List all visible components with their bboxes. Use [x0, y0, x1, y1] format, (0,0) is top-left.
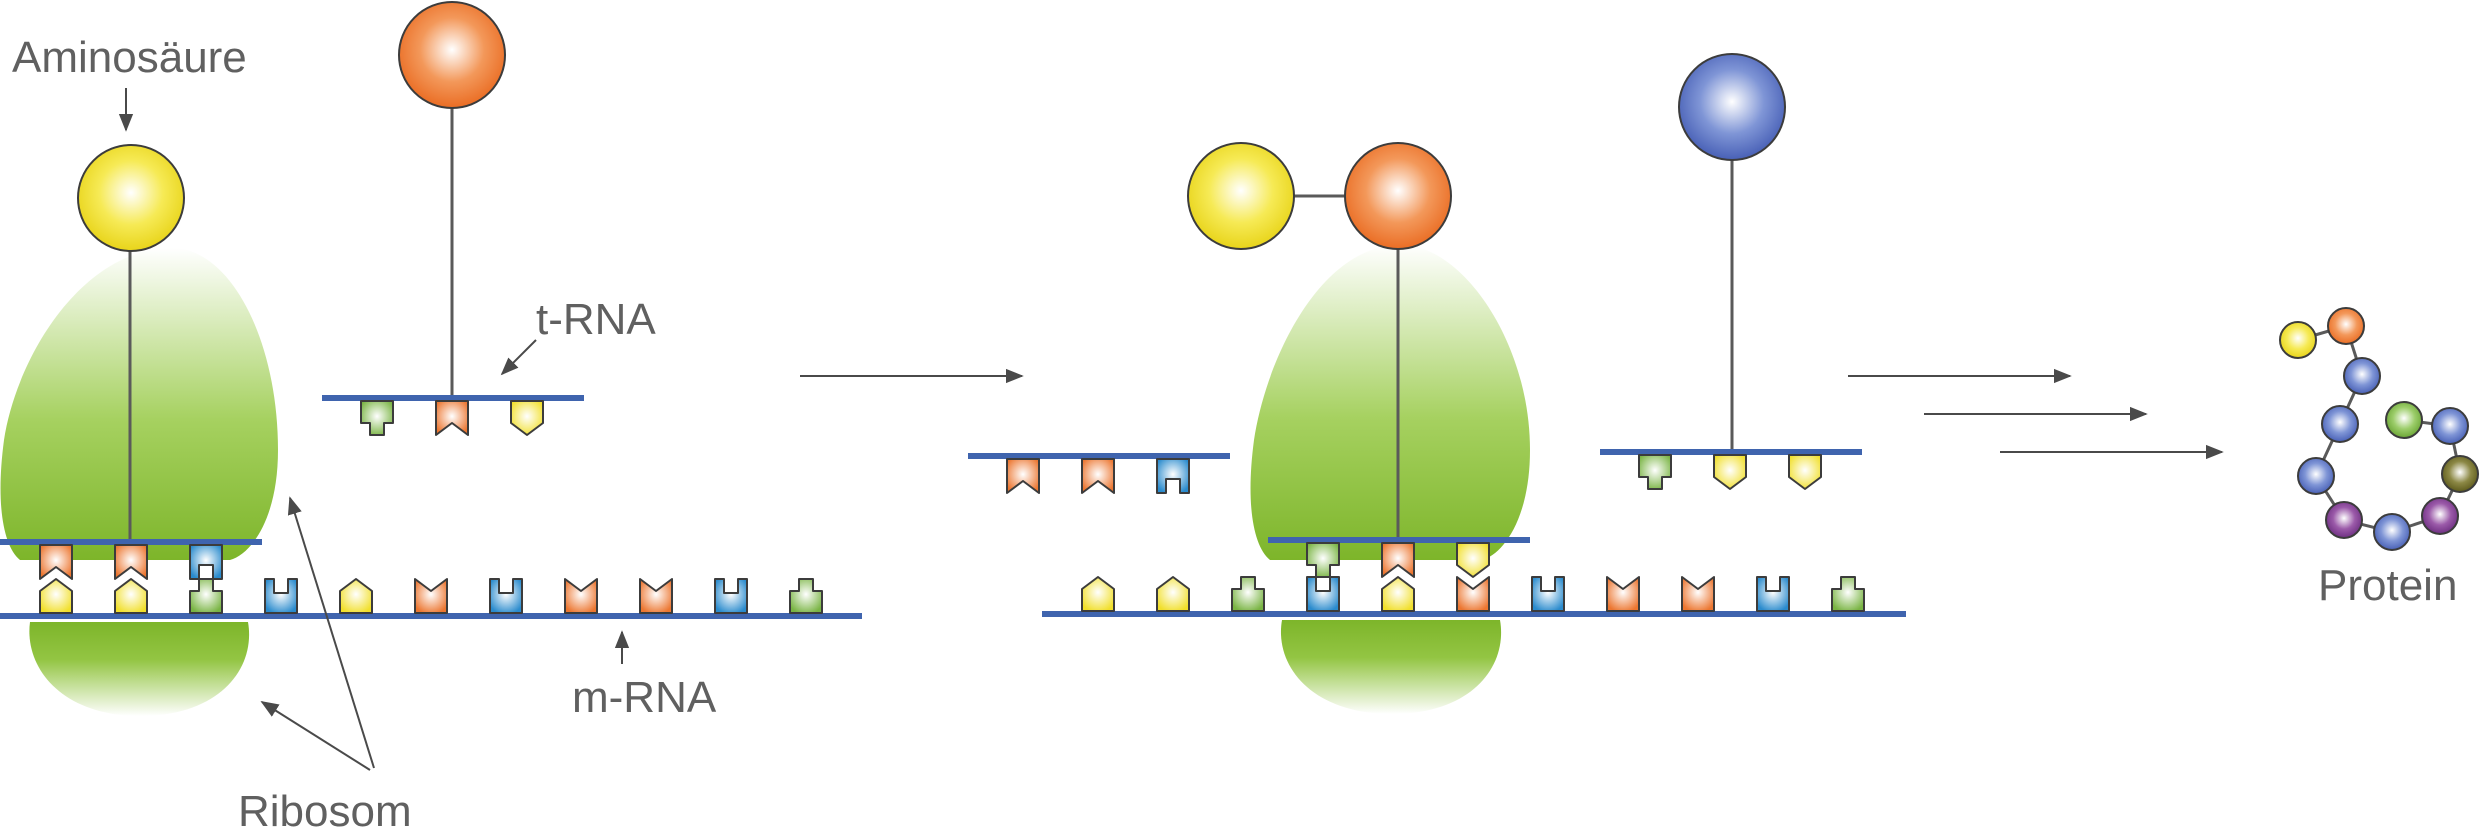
- anticodon-row: [1306, 542, 1490, 578]
- anticodon-base-yellow: [1713, 454, 1747, 490]
- protein-amino-acid-blue: [2431, 407, 2469, 445]
- codon-row: [1081, 576, 1865, 612]
- anticodon-base-orange: [1381, 542, 1415, 578]
- codon-base-green: [1831, 576, 1865, 612]
- protein-amino-acid-blue: [2297, 457, 2335, 495]
- label-trna: t-RNA: [536, 295, 656, 344]
- anticodon-base-orange: [1081, 458, 1115, 494]
- arrow-ribosome-large: [287, 496, 375, 769]
- ribosome-small-subunit: [29, 622, 250, 716]
- anticodon-base-orange: [114, 544, 148, 580]
- label-amino-acid: Aminosäure: [12, 33, 247, 82]
- codon-base-blue: [264, 578, 298, 614]
- anticodon-base-yellow: [1788, 454, 1822, 490]
- codon-base-orange: [414, 578, 448, 614]
- amino-acid: [1678, 53, 1786, 161]
- ribosome-large-subunit: [0, 247, 279, 560]
- codon-base-green: [789, 578, 823, 614]
- anticodon-base-orange: [435, 400, 469, 436]
- codon-base-blue: [1756, 576, 1790, 612]
- protein-amino-acid-blue: [2343, 357, 2381, 395]
- codon-base-orange: [1456, 576, 1490, 612]
- protein-amino-acid-yellow: [2279, 321, 2317, 359]
- protein-amino-acid-blue: [2373, 513, 2411, 551]
- anticodon-base-yellow: [1456, 542, 1490, 578]
- anticodon-base-yellow: [510, 400, 544, 436]
- codon-base-yellow: [339, 578, 373, 614]
- codon-base-orange: [1606, 576, 1640, 612]
- codon-base-yellow: [39, 578, 73, 614]
- ribosome-small-subunit: [1280, 620, 1502, 714]
- anticodon-base-green: [1638, 454, 1672, 490]
- amino-acid: [398, 1, 506, 109]
- codon-base-yellow: [1156, 576, 1190, 612]
- anticodon-row: [1638, 454, 1822, 490]
- codon-base-green: [189, 578, 223, 614]
- codon-base-yellow: [114, 578, 148, 614]
- protein-amino-acid-olive: [2441, 455, 2479, 493]
- codon-base-yellow: [1081, 576, 1115, 612]
- amino-acid: [1187, 142, 1295, 250]
- codon-base-green: [1231, 576, 1265, 612]
- codon-base-blue: [489, 578, 523, 614]
- amino-acid: [77, 144, 185, 252]
- codon-base-orange: [639, 578, 673, 614]
- anticodon-base-orange: [1006, 458, 1040, 494]
- anticodon-row: [1006, 458, 1190, 494]
- codon-base-blue: [1531, 576, 1565, 612]
- codon-base-blue: [714, 578, 748, 614]
- ribosome-large-subunit: [1250, 244, 1530, 560]
- protein-amino-acid-blue: [2321, 405, 2359, 443]
- label-mrna: m-RNA: [572, 673, 717, 722]
- codon-base-orange: [1681, 576, 1715, 612]
- amino-acid: [1344, 142, 1452, 250]
- protein-amino-acid-purple: [2421, 497, 2459, 535]
- anticodon-base-blue: [189, 544, 223, 580]
- anticodon-base-blue: [1156, 458, 1190, 494]
- anticodon-base-green: [360, 400, 394, 436]
- anticodon-row: [39, 544, 223, 580]
- protein-chain: [2279, 307, 2479, 551]
- codon-base-orange: [564, 578, 598, 614]
- protein-amino-acid-green: [2385, 401, 2423, 439]
- stage-1: Aminosäure t-RNA m-RNA Ribosom: [0, 1, 862, 836]
- stage-2: [968, 53, 1906, 714]
- codon-row: [39, 578, 823, 614]
- arrow-ribosome-small: [260, 701, 371, 771]
- protein-amino-acid-purple: [2325, 501, 2363, 539]
- codon-base-blue: [1306, 576, 1340, 612]
- protein-amino-acid-orange: [2327, 307, 2365, 345]
- arrow-trna: [500, 339, 537, 376]
- anticodon-base-orange: [39, 544, 73, 580]
- codon-base-yellow: [1381, 576, 1415, 612]
- anticodon-row: [360, 400, 544, 436]
- label-protein: Protein: [2318, 561, 2457, 610]
- label-ribosome: Ribosom: [238, 787, 412, 836]
- anticodon-base-green: [1306, 542, 1340, 578]
